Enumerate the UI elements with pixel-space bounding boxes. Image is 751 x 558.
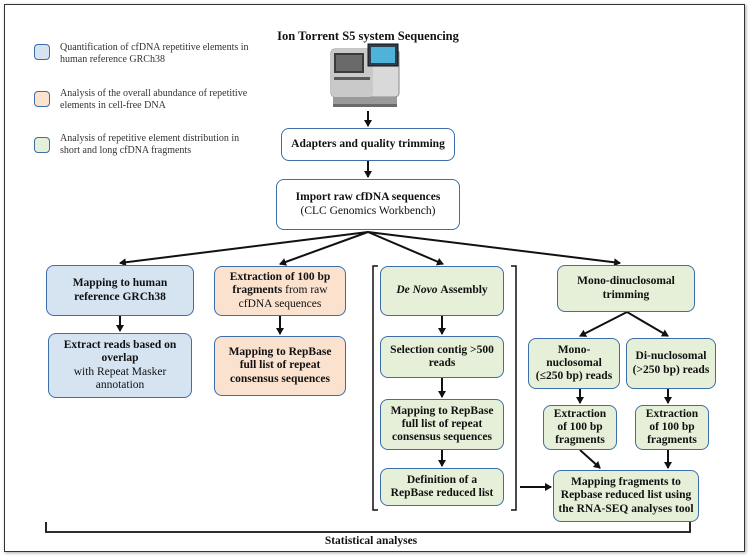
mapping-human-box: Mapping to human reference GRCh38: [46, 265, 194, 316]
di-nuclosomal-label: Di-nuclosomal (>250 bp) reads: [632, 350, 710, 376]
legend-swatch-green: [34, 137, 50, 153]
mono-nuclosomal-label: Mono-nuclosomal (≤250 bp) reads: [535, 343, 613, 383]
extraction-di-box: Extraction of 100 bp fragments: [635, 405, 709, 450]
mapping-fragments-label: Mapping fragments to Repbase reduced lis…: [558, 476, 694, 515]
mapping-human-label: Mapping to human reference GRCh38: [72, 277, 168, 303]
legend-text-blue: Quantification of cfDNA repetitive eleme…: [60, 42, 249, 65]
denovo-normal: Assembly: [440, 284, 488, 297]
denovo-italic: De Novo: [396, 284, 438, 297]
mapping-fragments-box: Mapping fragments to Repbase reduced lis…: [553, 470, 699, 522]
denovo-assembly-box: De Novo Assembly: [380, 266, 504, 316]
legend-text-green: Analysis of repetitive element distribut…: [60, 133, 240, 156]
extraction-100bp-normal: from raw cfDNA sequences: [238, 284, 328, 310]
extraction-100bp-label: Extraction of 100 bp fragments from raw …: [219, 271, 341, 311]
legend-swatch-blue: [34, 44, 50, 60]
mono-dinuclosomal-label: Mono-dinuclosomal trimming: [577, 275, 675, 301]
legend-swatch-orange: [34, 91, 50, 107]
extraction-di-label: Extraction of 100 bp fragments: [645, 407, 699, 447]
arrow-extraction-mono-mapping: [579, 449, 601, 469]
definition-label: Definition of a RepBase reduced list: [390, 473, 494, 499]
extract-reads-sublabel: with Repeat Masker annotation: [73, 365, 167, 391]
statistical-bracket: [45, 522, 691, 533]
mapping-repbase-full-box: Mapping to RepBase full list of repeat c…: [214, 336, 346, 396]
legend-text-orange: Analysis of the overall abundance of rep…: [60, 88, 248, 111]
mapping-repbase-full-label: Mapping to RepBase full list of repeat c…: [228, 346, 332, 385]
statistical-analyses-label: Statistical analyses: [324, 535, 418, 547]
arrow-import-denovo: [367, 231, 444, 266]
page-title: Ion Torrent S5 system Sequencing: [277, 29, 459, 43]
arrow-import-mapping-human: [119, 231, 369, 267]
mono-nuclosomal-box: Mono-nuclosomal (≤250 bp) reads: [528, 338, 620, 389]
import-sublabel: (CLC Genomics Workbench): [300, 204, 436, 217]
arrow-import-mono-di: [367, 231, 621, 267]
mapping-repbase-full2-box: Mapping to RepBase full list of repeat c…: [380, 399, 504, 450]
extraction-100bp-box: Extraction of 100 bp fragments from raw …: [214, 266, 346, 316]
arrow-monodi-di: [626, 311, 669, 337]
extract-reads-label: Extract reads based on overlap: [63, 339, 177, 365]
mapping-repbase-full2-label: Mapping to RepBase full list of repeat c…: [390, 404, 494, 444]
import-sequences-box: Import raw cfDNA sequences (CLC Genomics…: [276, 179, 460, 230]
adapters-label: Adapters and quality trimming: [291, 137, 445, 150]
denovo-label: De Novo Assembly: [396, 284, 487, 297]
denovo-bracket: [372, 265, 517, 511]
figure-frame: [4, 4, 745, 552]
arrow-monodi-mono: [579, 311, 628, 337]
di-nuclosomal-box: Di-nuclosomal (>250 bp) reads: [626, 338, 716, 389]
selection-contig-label: Selection contig >500 reads: [390, 343, 494, 369]
mono-dinuclosomal-box: Mono-dinuclosomal trimming: [557, 265, 695, 312]
definition-reduced-list-box: Definition of a RepBase reduced list: [380, 468, 504, 506]
extraction-mono-label: Extraction of 100 bp fragments: [553, 407, 607, 447]
selection-contig-box: Selection contig >500 reads: [380, 336, 504, 378]
import-label: Import raw cfDNA sequences: [295, 191, 441, 204]
extraction-100bp-bold: Extraction of 100 bp fragments: [229, 271, 331, 297]
sequencer-illustration: [330, 43, 400, 107]
extraction-mono-box: Extraction of 100 bp fragments: [543, 405, 617, 450]
extract-reads-box: Extract reads based on overlap with Repe…: [48, 333, 192, 398]
adapters-trimming-box: Adapters and quality trimming: [281, 128, 455, 161]
arrow-import-extraction: [279, 231, 369, 266]
